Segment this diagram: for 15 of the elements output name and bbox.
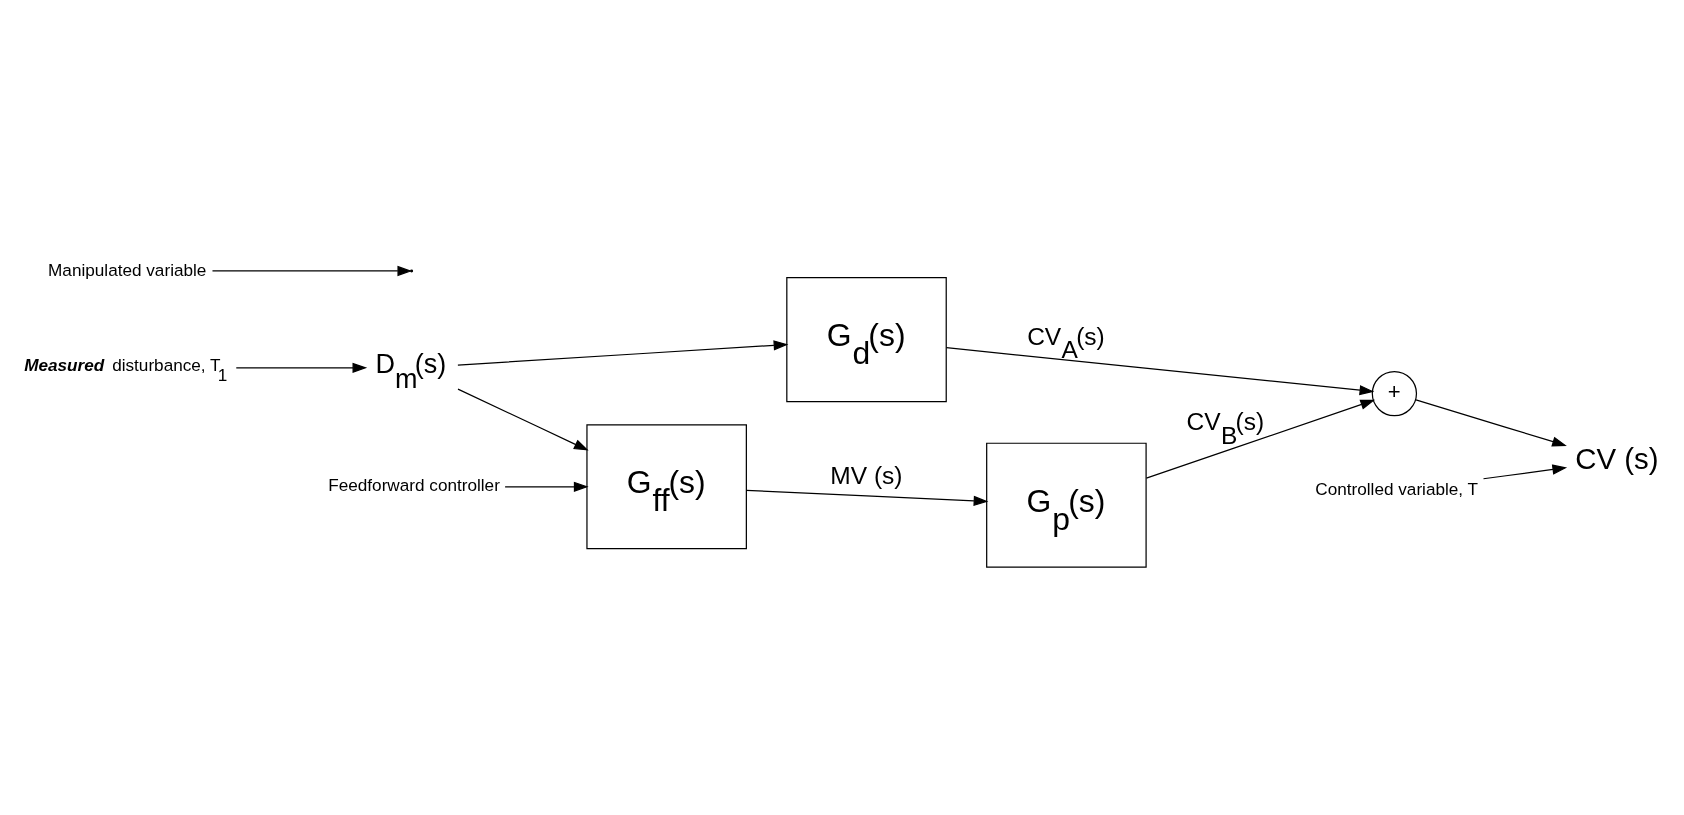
- arrow: [945, 346, 1375, 395]
- node-text: Controlled variable, T: [1315, 478, 1479, 499]
- node-text: Manipulated variable: [48, 259, 207, 280]
- arrow: [504, 481, 589, 492]
- arrow: [235, 362, 368, 373]
- arrow: [745, 489, 989, 506]
- node-text: CV (s): [1575, 441, 1659, 475]
- arrow: [1482, 463, 1568, 479]
- arrow: [457, 388, 589, 451]
- arrow: [1415, 398, 1567, 447]
- node-text: Feedforward controller: [328, 474, 500, 495]
- arrow: [457, 339, 789, 366]
- node-circle: +: [1371, 370, 1418, 416]
- arrow: [1145, 399, 1376, 479]
- edge-label: MV (s): [830, 461, 903, 489]
